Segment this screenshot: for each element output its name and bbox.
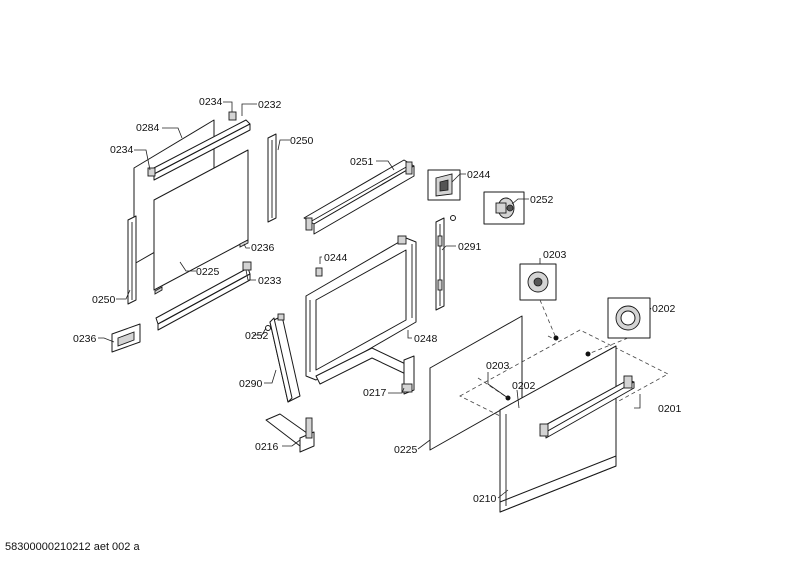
part-knob-0252 [450, 191, 525, 225]
label-0244-top: 0244 [467, 169, 491, 181]
part-side-bar-0291 [435, 217, 445, 311]
label-0290: 0290 [239, 378, 263, 390]
label-0232: 0232 [258, 99, 282, 111]
label-0284: 0284 [136, 122, 160, 134]
label-0248: 0248 [414, 333, 438, 345]
label-0225-left: 0225 [196, 266, 220, 278]
label-0250-left: 0250 [92, 294, 116, 306]
part-pin-0236-bottom [111, 286, 163, 353]
label-0250-right: 0250 [290, 135, 314, 147]
part-knob-0202 [607, 297, 651, 339]
part-top-frame-0251 [303, 159, 415, 235]
part-side-bar-0250-left [127, 215, 137, 305]
part-labels: 0234 0232 0284 0234 0250 0251 0244 0252 … [73, 96, 682, 505]
part-side-bar-0250-right [267, 133, 277, 223]
label-0244-mid: 0244 [324, 252, 348, 264]
label-0252-right: 0252 [530, 194, 554, 206]
label-0225-right: 0225 [394, 444, 418, 456]
label-0252-left: 0252 [245, 330, 269, 342]
part-bottom-frame-0217 [315, 347, 415, 395]
label-0203-mid: 0203 [486, 360, 510, 372]
label-0234-left: 0234 [110, 144, 134, 156]
label-0201: 0201 [658, 403, 682, 415]
part-knob-0203 [519, 263, 557, 301]
label-0202-right: 0202 [652, 303, 676, 315]
label-0210: 0210 [473, 493, 497, 505]
part-hinge-0244-upper [427, 169, 461, 201]
label-0217: 0217 [363, 387, 387, 399]
drawing-reference-number: 58300000210212 aet 002 a [5, 541, 140, 553]
part-side-0290 [265, 313, 301, 403]
label-0234-top: 0234 [199, 96, 223, 108]
part-hinge-0216 [265, 413, 315, 453]
label-0202-mid: 0202 [512, 380, 536, 392]
part-door-frame-0248 [305, 235, 417, 381]
label-0236-top: 0236 [251, 242, 275, 254]
leader-lines [98, 101, 652, 499]
part-top-rail-0232 [147, 111, 251, 181]
label-0233: 0233 [258, 275, 282, 287]
label-0216: 0216 [255, 441, 279, 453]
label-0291: 0291 [458, 241, 482, 253]
label-0251: 0251 [350, 156, 374, 168]
part-pin-0236-top [239, 239, 249, 248]
label-0236-left: 0236 [73, 333, 97, 345]
label-0203-top: 0203 [543, 249, 567, 261]
part-outer-door-0210 [499, 345, 635, 513]
part-bottom-rail-0233 [155, 261, 252, 331]
